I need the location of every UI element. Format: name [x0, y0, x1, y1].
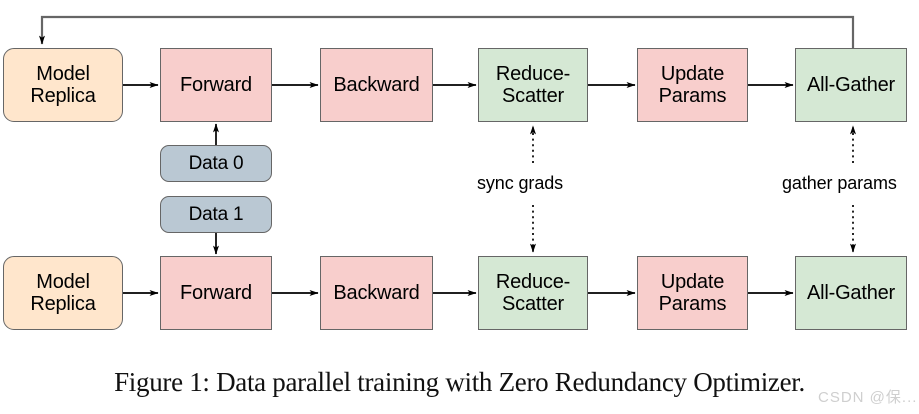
- feedback-loop-allgather-to-replica: [39, 15, 855, 48]
- node-update-params-0[interactable]: Update Params: [637, 48, 748, 122]
- node-update-params-1[interactable]: Update Params: [637, 256, 748, 330]
- node-all-gather-0[interactable]: All-Gather: [795, 48, 907, 122]
- node-reduce-scatter-1[interactable]: Reduce- Scatter: [478, 256, 588, 330]
- node-backward-0[interactable]: Backward: [320, 48, 433, 122]
- node-forward-0[interactable]: Forward: [160, 48, 272, 122]
- node-reduce-scatter-0[interactable]: Reduce- Scatter: [478, 48, 588, 122]
- node-data-1[interactable]: Data 1: [160, 196, 272, 233]
- node-model-replica-1[interactable]: Model Replica: [3, 256, 123, 330]
- node-backward-1[interactable]: Backward: [320, 256, 433, 330]
- node-all-gather-1[interactable]: All-Gather: [795, 256, 907, 330]
- figure-caption: Figure 1: Data parallel training with Ze…: [114, 367, 805, 397]
- label-gather-params: gather params: [782, 173, 897, 193]
- label-sync-grads: sync grads: [477, 173, 564, 193]
- node-forward-1[interactable]: Forward: [160, 256, 272, 330]
- node-model-replica-0[interactable]: Model Replica: [3, 48, 123, 122]
- node-data-0[interactable]: Data 0: [160, 145, 272, 182]
